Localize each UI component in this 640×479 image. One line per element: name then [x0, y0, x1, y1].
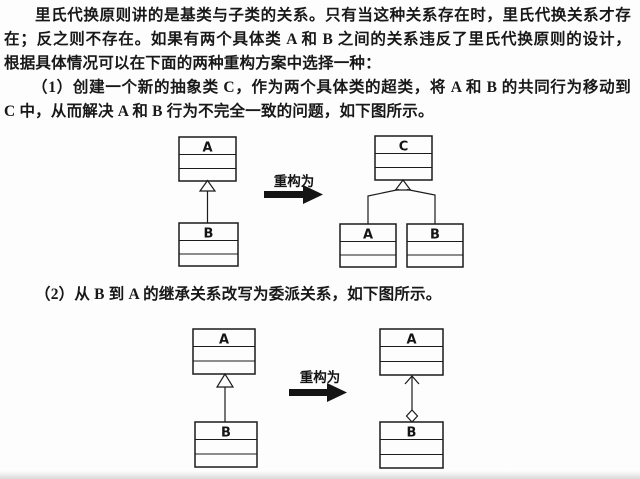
class-box-b: B [379, 421, 444, 469]
diagram1-refactor-arrow: 重构为 [264, 173, 323, 204]
class-rect [194, 421, 258, 468]
class-box-a: A [339, 223, 397, 268]
aggregation-diamond-icon [405, 409, 419, 423]
class-name-label: A [202, 141, 212, 156]
refactor-arrow-label: 重构为 [274, 173, 315, 189]
class-name-label: B [221, 426, 231, 441]
inheritance-line-right [406, 188, 436, 224]
class-rect [406, 223, 464, 268]
class-name-label: C [399, 140, 409, 155]
inheritance-triangle-icon [198, 179, 217, 192]
class-rect [339, 223, 397, 268]
inheritance-triangle-icon [215, 372, 235, 388]
diagram2-before: A B [192, 328, 258, 468]
refactor-arrow-icon [264, 185, 323, 204]
diagram2-after: A B [379, 328, 444, 469]
diagram1-before: A B [178, 136, 239, 267]
class-box-a: A [178, 136, 237, 182]
class-name-label: B [407, 426, 417, 441]
refactor-arrow-icon [289, 383, 347, 402]
body-text-line-6: （2）从 B 到 A 的继承关系改写为委派关系，如下图所示。 [35, 286, 442, 303]
class-rect [178, 136, 237, 182]
class-box-c: C [374, 135, 433, 181]
class-rect [379, 421, 444, 469]
class-name-label: A [363, 228, 373, 243]
body-text-line-4: （1）创建一个新的抽象类 C，作为两个具体类的超类，将 A 和 B 的共同行为移… [32, 79, 631, 96]
inheritance-line-left [367, 188, 400, 224]
class-box-b: B [406, 223, 464, 268]
class-name-label: B [430, 228, 440, 243]
diagram2-refactor-arrow: 重构为 [289, 369, 347, 402]
refactor-arrow-label: 重构为 [300, 369, 341, 385]
diagram1-after: C A B [339, 135, 464, 268]
class-box-b: B [178, 222, 239, 267]
class-rect [379, 328, 444, 376]
class-name-label: A [406, 333, 416, 348]
class-box-b: B [194, 421, 258, 468]
inheritance-triangle-icon [394, 179, 412, 191]
class-box-a: A [379, 328, 444, 376]
class-box-a: A [192, 328, 256, 375]
class-name-label: A [219, 333, 229, 348]
body-text-line-5: C 中，从而解决 A 和 B 行为不完全一致的问题，如下图所示。 [4, 103, 434, 120]
open-arrowhead-icon [404, 375, 420, 385]
body-text-line-3: 根据具体情况可以在下面的两种重构方案中选择一种： [4, 55, 381, 72]
class-name-label: B [204, 227, 214, 242]
body-text-line-2: 在；反之则不存在。如果有两个具体类 A 和 B 之间的关系违反了里氏代换原则的设… [4, 31, 631, 48]
body-text-line-1: 里氏代换原则讲的是基类与子类的关系。只有当这种关系存在时，里氏代换关系才存 [35, 7, 631, 24]
class-rect [178, 222, 239, 267]
class-rect [192, 328, 256, 375]
